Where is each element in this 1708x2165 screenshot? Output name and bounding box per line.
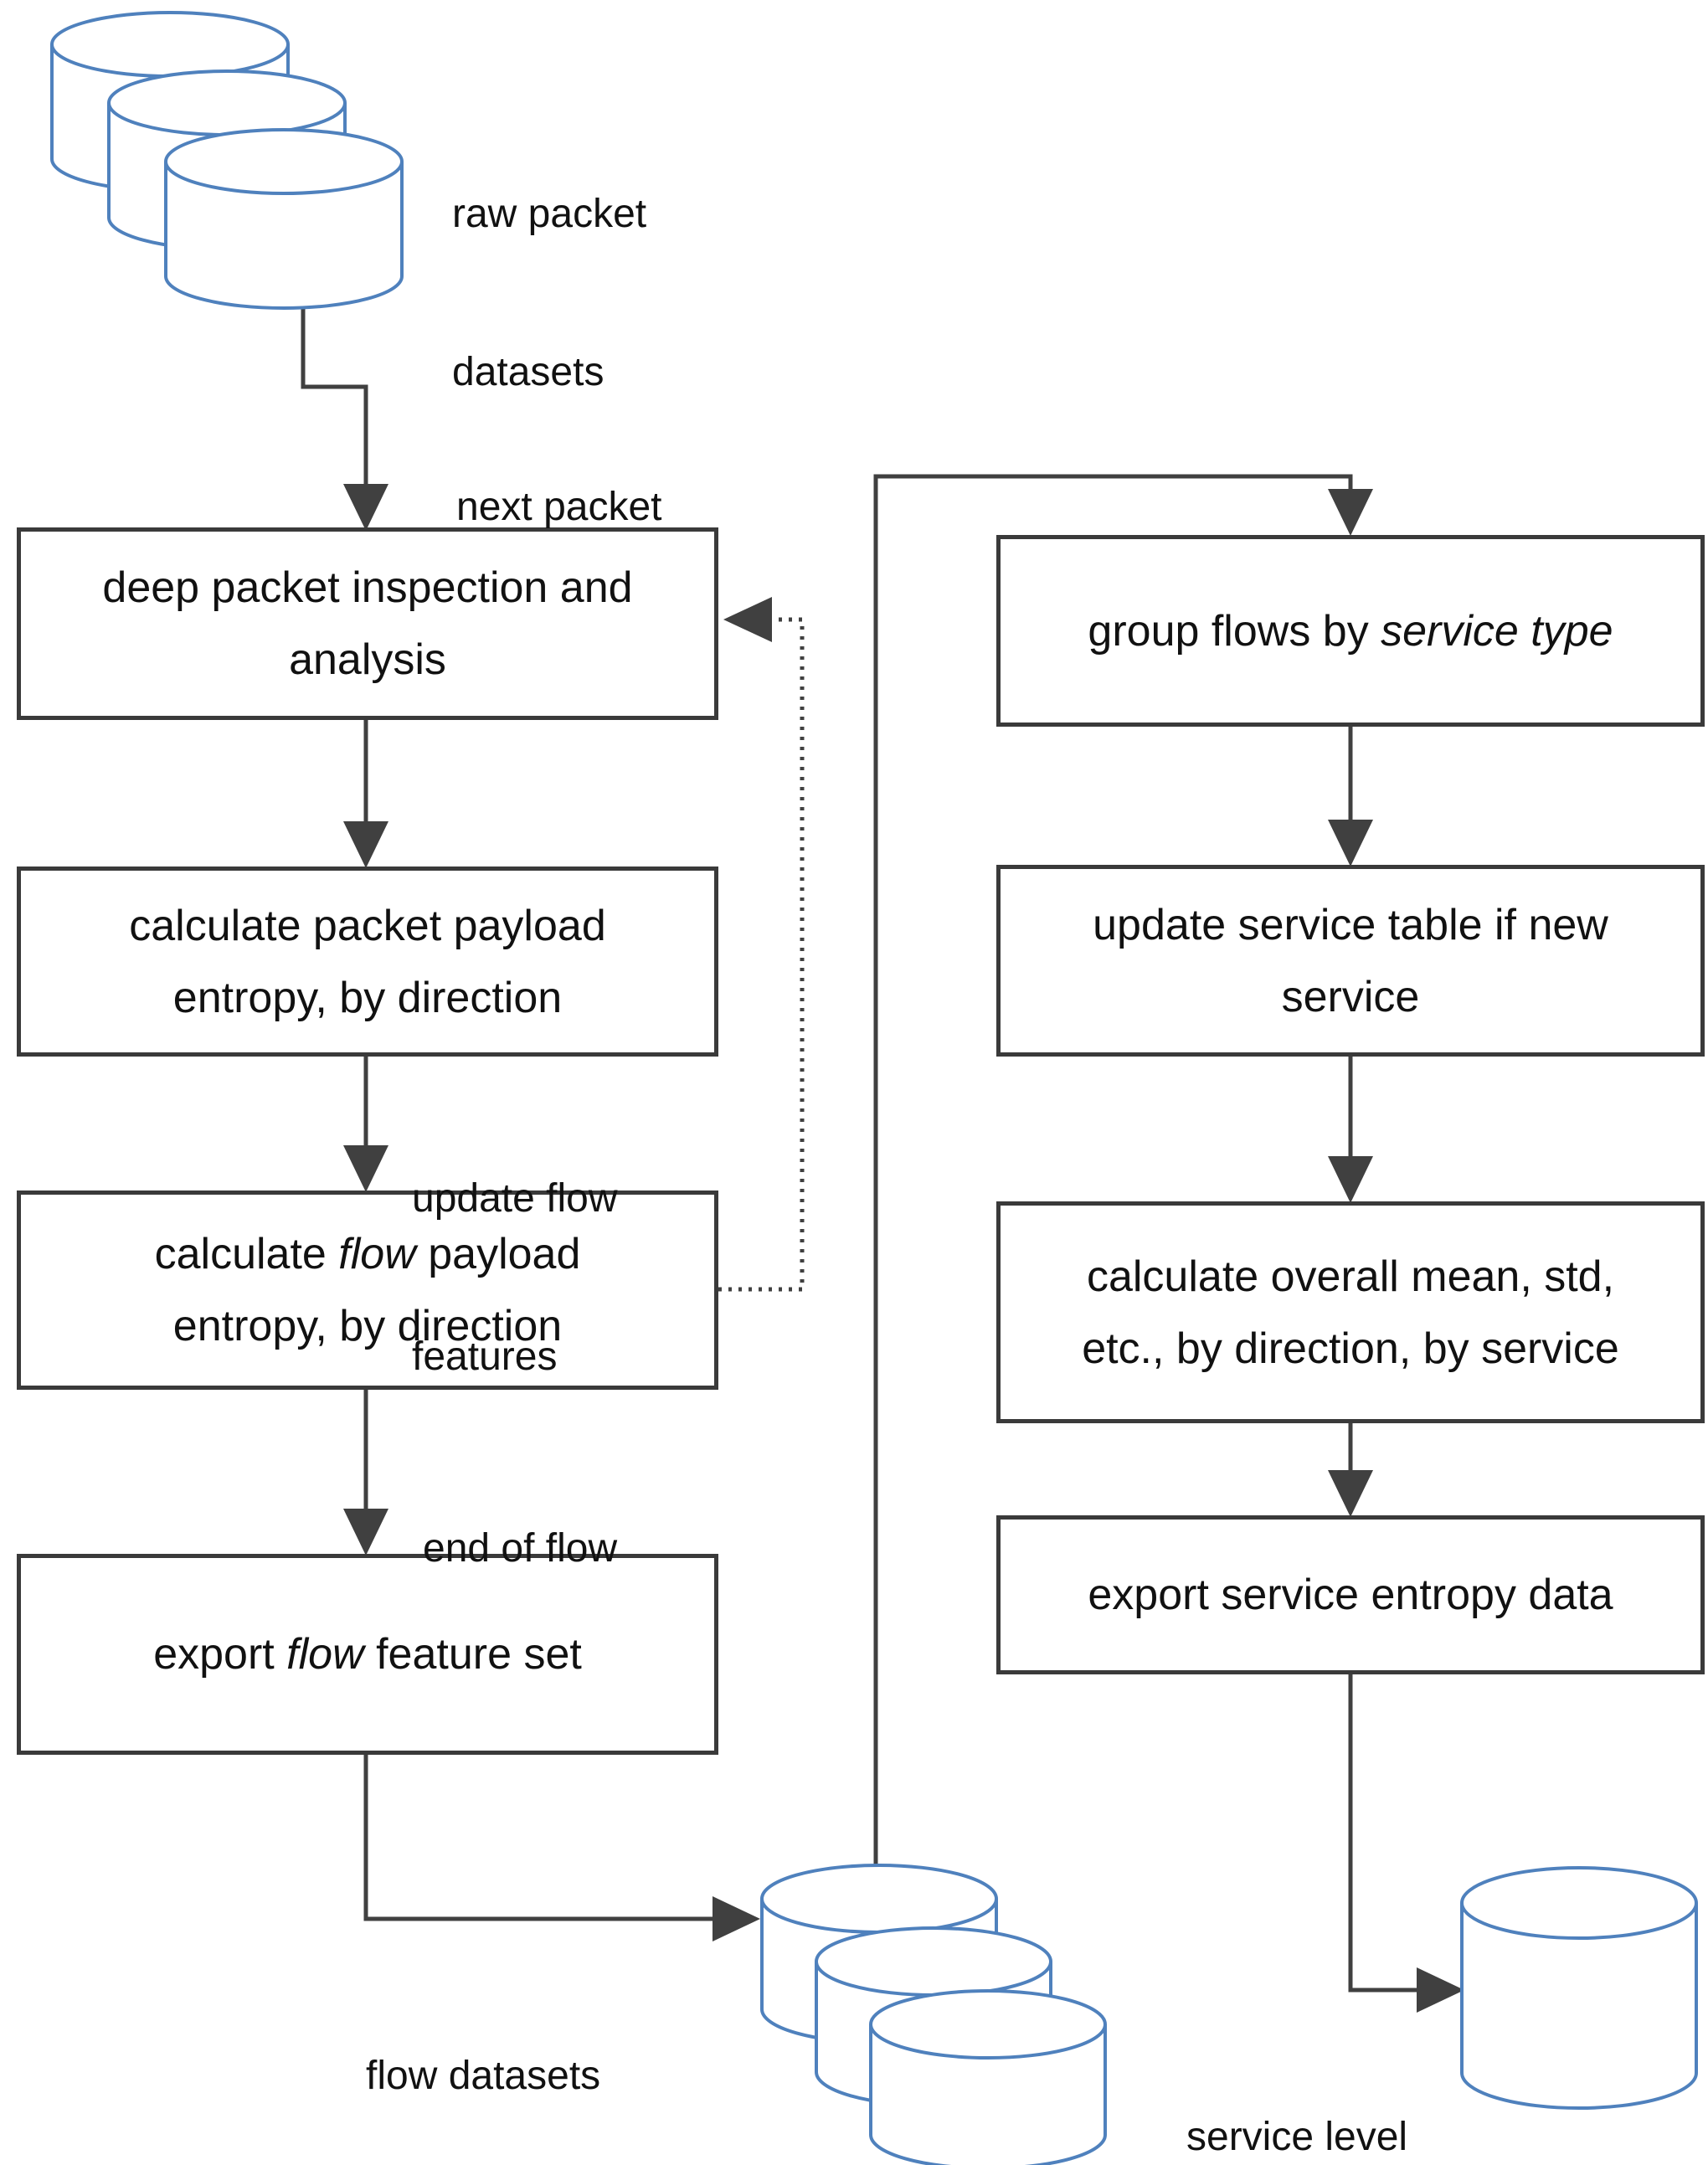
- arrow-export-to-flow-datasets: [363, 1755, 713, 1921]
- database-cylinder-icon: [164, 162, 404, 310]
- flowchart-box-flow-payload-entropy: calculate flow payload entropy, by direc…: [17, 1190, 718, 1390]
- flowchart-box-group-flows: group flows by service type: [996, 535, 1705, 727]
- box-text-line: deep packet inspection and: [102, 563, 633, 612]
- box-text-line: export flow feature set: [153, 1630, 582, 1679]
- box-text-line: etc., by direction, by service: [1082, 1324, 1619, 1373]
- label-update-flow-features: update flow features: [412, 1176, 618, 1379]
- arrow-next-packet-line: [301, 308, 368, 486]
- flowchart-box-calculate-overall: calculate overall mean, std, etc., by di…: [996, 1201, 1705, 1423]
- arrowhead-feedback-into-dpi: [723, 597, 772, 642]
- label-next-packet: next packet: [456, 485, 662, 529]
- arrowhead-into-calc-overall: [1328, 1156, 1373, 1203]
- box-text-line: entropy, by direction: [172, 1302, 563, 1350]
- arrowhead-into-service-table: [1328, 820, 1373, 867]
- raw-packet-datasets-icon: [50, 11, 404, 310]
- label-flow-datasets: flow datasets (per flow payload entropy …: [366, 2054, 601, 2098]
- flowchart-box-update-service-table: update service table if new service: [996, 865, 1705, 1057]
- arrowhead-into-group-flows: [1328, 489, 1373, 536]
- label-service-level-dataset: service level information entropy datase…: [1186, 2115, 1408, 2159]
- arrowhead-into-dpi: [343, 484, 388, 531]
- box-text-line: update service table if new: [1093, 900, 1608, 949]
- arrowhead-into-flow-entropy: [343, 1145, 388, 1192]
- label-end-of-flow: end of flow: [423, 1526, 618, 1571]
- arrowhead-into-packet-entropy: [343, 821, 388, 868]
- arrowhead-into-export-flow: [343, 1509, 388, 1556]
- flowchart-box-packet-payload-entropy: calculate packet payload entropy, by dir…: [17, 867, 718, 1057]
- label-raw-packet-datasets: raw packet datasets: [452, 192, 647, 394]
- flow-datasets-icon: [760, 1864, 1107, 2165]
- box-text-line: calculate overall mean, std,: [1086, 1252, 1615, 1301]
- box-text-line: calculate packet payload: [129, 901, 606, 950]
- box-text-line: calculate flow payload: [154, 1230, 581, 1278]
- service-dataset-icon: [1460, 1866, 1698, 2110]
- box-text-line: export service entropy data: [1088, 1571, 1613, 1619]
- box-text-line: entropy, by direction: [172, 973, 563, 1022]
- box-text-line: group flows by service type: [1088, 606, 1613, 656]
- arrowhead-into-service-dataset: [1417, 1967, 1464, 2013]
- arrowhead-into-export-service: [1328, 1470, 1373, 1517]
- database-cylinder-icon: [1460, 1903, 1698, 2110]
- flowchart-box-export-flow-feature-set: export flow feature set: [17, 1554, 718, 1755]
- dotted-feedback-line: [718, 617, 805, 1292]
- arrowhead-into-flow-datasets: [713, 1896, 760, 1941]
- box-text-line: analysis: [289, 635, 446, 684]
- arrow-export-service-to-dataset: [1348, 1674, 1418, 1993]
- box-text-line: service: [1281, 972, 1420, 1021]
- flowchart-box-export-service-entropy: export service entropy data: [996, 1515, 1705, 1674]
- flowchart-box-deep-packet-inspection: deep packet inspection and analysis: [17, 527, 718, 720]
- arrow-datasets-to-group-flows: [873, 474, 1353, 1865]
- database-cylinder-icon: [869, 2024, 1107, 2165]
